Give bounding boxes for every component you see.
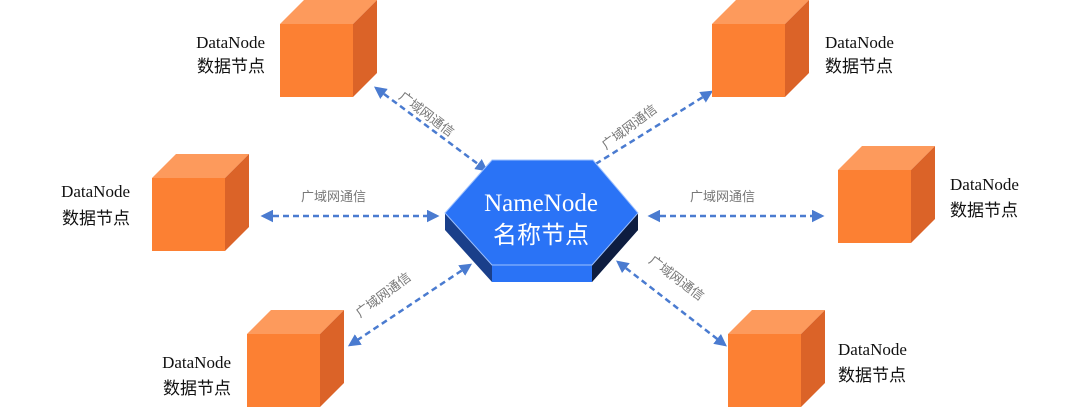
link-label: 广域网通信 [690,190,755,205]
link-label: 广域网通信 [646,253,707,304]
cube-icon [838,146,935,243]
datanode-subtitle: 数据节点 [163,379,231,399]
datanode-title: DataNode [162,353,231,372]
link-arrow [583,90,714,172]
datanode-title: DataNode [950,175,1019,194]
datanode-subtitle: 数据节点 [950,201,1018,221]
link-arrow [347,263,473,347]
datanode-title: DataNode [61,182,130,201]
link-arrow [616,260,727,347]
cube-icon [152,154,249,251]
datanode: DataNode 数据节点 [162,310,344,407]
datanode: DataNode 数据节点 [61,154,249,251]
link-label: 广域网通信 [301,190,366,205]
link-label: 广域网通信 [599,102,660,153]
link-arrow [373,86,489,172]
datanode-title: DataNode [196,33,265,52]
datanode: DataNode 数据节点 [728,310,907,407]
link-label: 广域网通信 [396,89,457,140]
namenode-title: NameNode [484,190,598,217]
datanode: DataNode 数据节点 [196,0,377,97]
cube-icon [712,0,809,97]
cube-icon [728,310,825,407]
datanode: DataNode 数据节点 [712,0,894,97]
datanode-subtitle: 数据节点 [197,57,265,77]
datanode-subtitle: 数据节点 [62,209,130,229]
cube-icon [247,310,344,407]
datanode-title: DataNode [838,340,907,359]
datanode-subtitle: 数据节点 [825,57,893,77]
datanode-title: DataNode [825,33,894,52]
link-label: 广域网通信 [353,270,414,321]
datanode: DataNode 数据节点 [838,146,1019,243]
namenode: NameNode 名称节点 [444,159,639,282]
datanode-subtitle: 数据节点 [838,366,906,386]
cube-icon [280,0,377,97]
namenode-subtitle: 名称节点 [493,221,589,249]
